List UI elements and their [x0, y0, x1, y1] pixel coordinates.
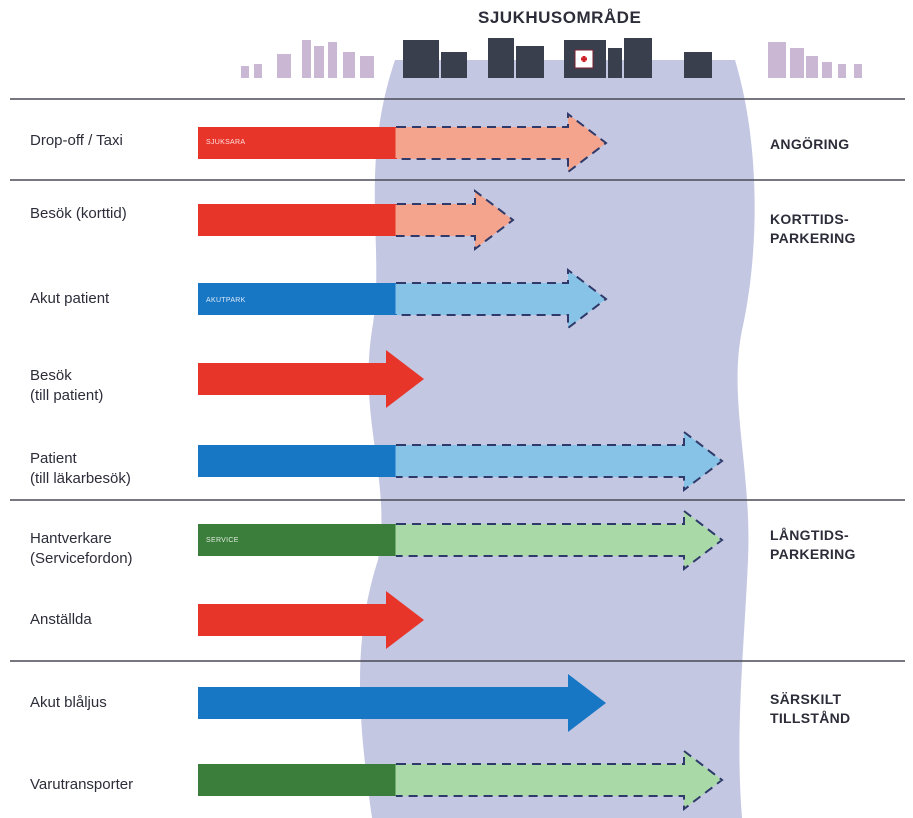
- arrow-dashed-5: [396, 508, 724, 572]
- hospital-skyline: [241, 38, 862, 78]
- skyline-building: [488, 38, 514, 78]
- arrow-6: [198, 591, 424, 649]
- arrow-8: [198, 748, 724, 812]
- row-label-patient-doctor: Patient (till läkarbesök): [30, 450, 131, 487]
- skyline-building: [314, 46, 324, 78]
- arrow-dashed-0: [396, 111, 608, 175]
- arrow-2: [198, 267, 608, 331]
- skyline-building: [302, 40, 311, 78]
- category-label-drop-off: ANGÖRING: [770, 136, 850, 152]
- skyline-building: [790, 48, 804, 78]
- arrow-dashed-2: [396, 267, 608, 331]
- arrow-solid-3: [198, 350, 424, 408]
- arrow-5: [198, 508, 724, 572]
- hospital-cross-icon: [581, 56, 587, 62]
- category-label-short-term: KORTTIDS- PARKERING: [770, 211, 856, 246]
- skyline-building: [624, 38, 652, 78]
- skyline-building: [343, 52, 355, 78]
- skyline-building: [768, 42, 786, 78]
- arrow-7: [198, 674, 606, 732]
- skyline-building: [806, 56, 818, 78]
- hospital-zone: [360, 60, 755, 818]
- tag-service: SERVICE: [206, 537, 239, 544]
- row-label-short-visit: Besök (korttid): [30, 205, 127, 222]
- arrow-body-8: [198, 764, 397, 796]
- arrow-body-2: [198, 283, 397, 315]
- arrow-body-0: [198, 127, 397, 159]
- hospital-area-title: SJUKHUSOMRÅDE: [478, 8, 642, 27]
- row-label-service-vehicles: Hantverkare (Servicefordon): [30, 530, 133, 567]
- arrow-solid-7: [198, 674, 606, 732]
- skyline-building: [254, 64, 262, 78]
- skyline-building: [822, 62, 832, 78]
- skyline-building: [684, 52, 712, 78]
- row-label-drop-off: Drop-off / Taxi: [30, 132, 123, 149]
- arrow-0: [198, 111, 608, 175]
- arrow-dashed-8: [396, 748, 724, 812]
- skyline-building: [441, 52, 467, 78]
- skyline-building: [516, 46, 544, 78]
- skyline-building: [854, 64, 862, 78]
- arrow-solid-6: [198, 591, 424, 649]
- category-label-special-permit: SÄRSKILT TILLSTÅND: [770, 691, 851, 726]
- row-label-blue-lights: Akut blåljus: [30, 694, 107, 711]
- arrow-4: [198, 429, 724, 493]
- row-label-staff: Anställda: [30, 611, 92, 628]
- skyline-building: [277, 54, 291, 78]
- row-label-patient-visit: Besök (till patient): [30, 367, 104, 404]
- arrow-1: [198, 188, 515, 252]
- arrow-dashed-4: [396, 429, 724, 493]
- category-label-long-term: LÅNGTIDS- PARKERING: [770, 527, 856, 562]
- skyline-building: [241, 66, 249, 78]
- arrow-dashed-1: [396, 188, 515, 252]
- arrow-body-4: [198, 445, 397, 477]
- arrow-body-1: [198, 204, 397, 236]
- skyline-building: [360, 56, 374, 78]
- skyline-building: [328, 42, 337, 78]
- arrow-3: [198, 350, 424, 408]
- tag-emergency-patient: AKUTPARK: [206, 297, 246, 304]
- row-label-emergency-patient: Akut patient: [30, 290, 110, 307]
- arrow-body-5: [198, 524, 397, 556]
- tag-drop-off: SJUKSARA: [206, 139, 246, 146]
- skyline-building: [838, 64, 846, 78]
- skyline-building: [608, 48, 622, 78]
- row-label-deliveries: Varutransporter: [30, 776, 134, 793]
- skyline-building: [403, 40, 439, 78]
